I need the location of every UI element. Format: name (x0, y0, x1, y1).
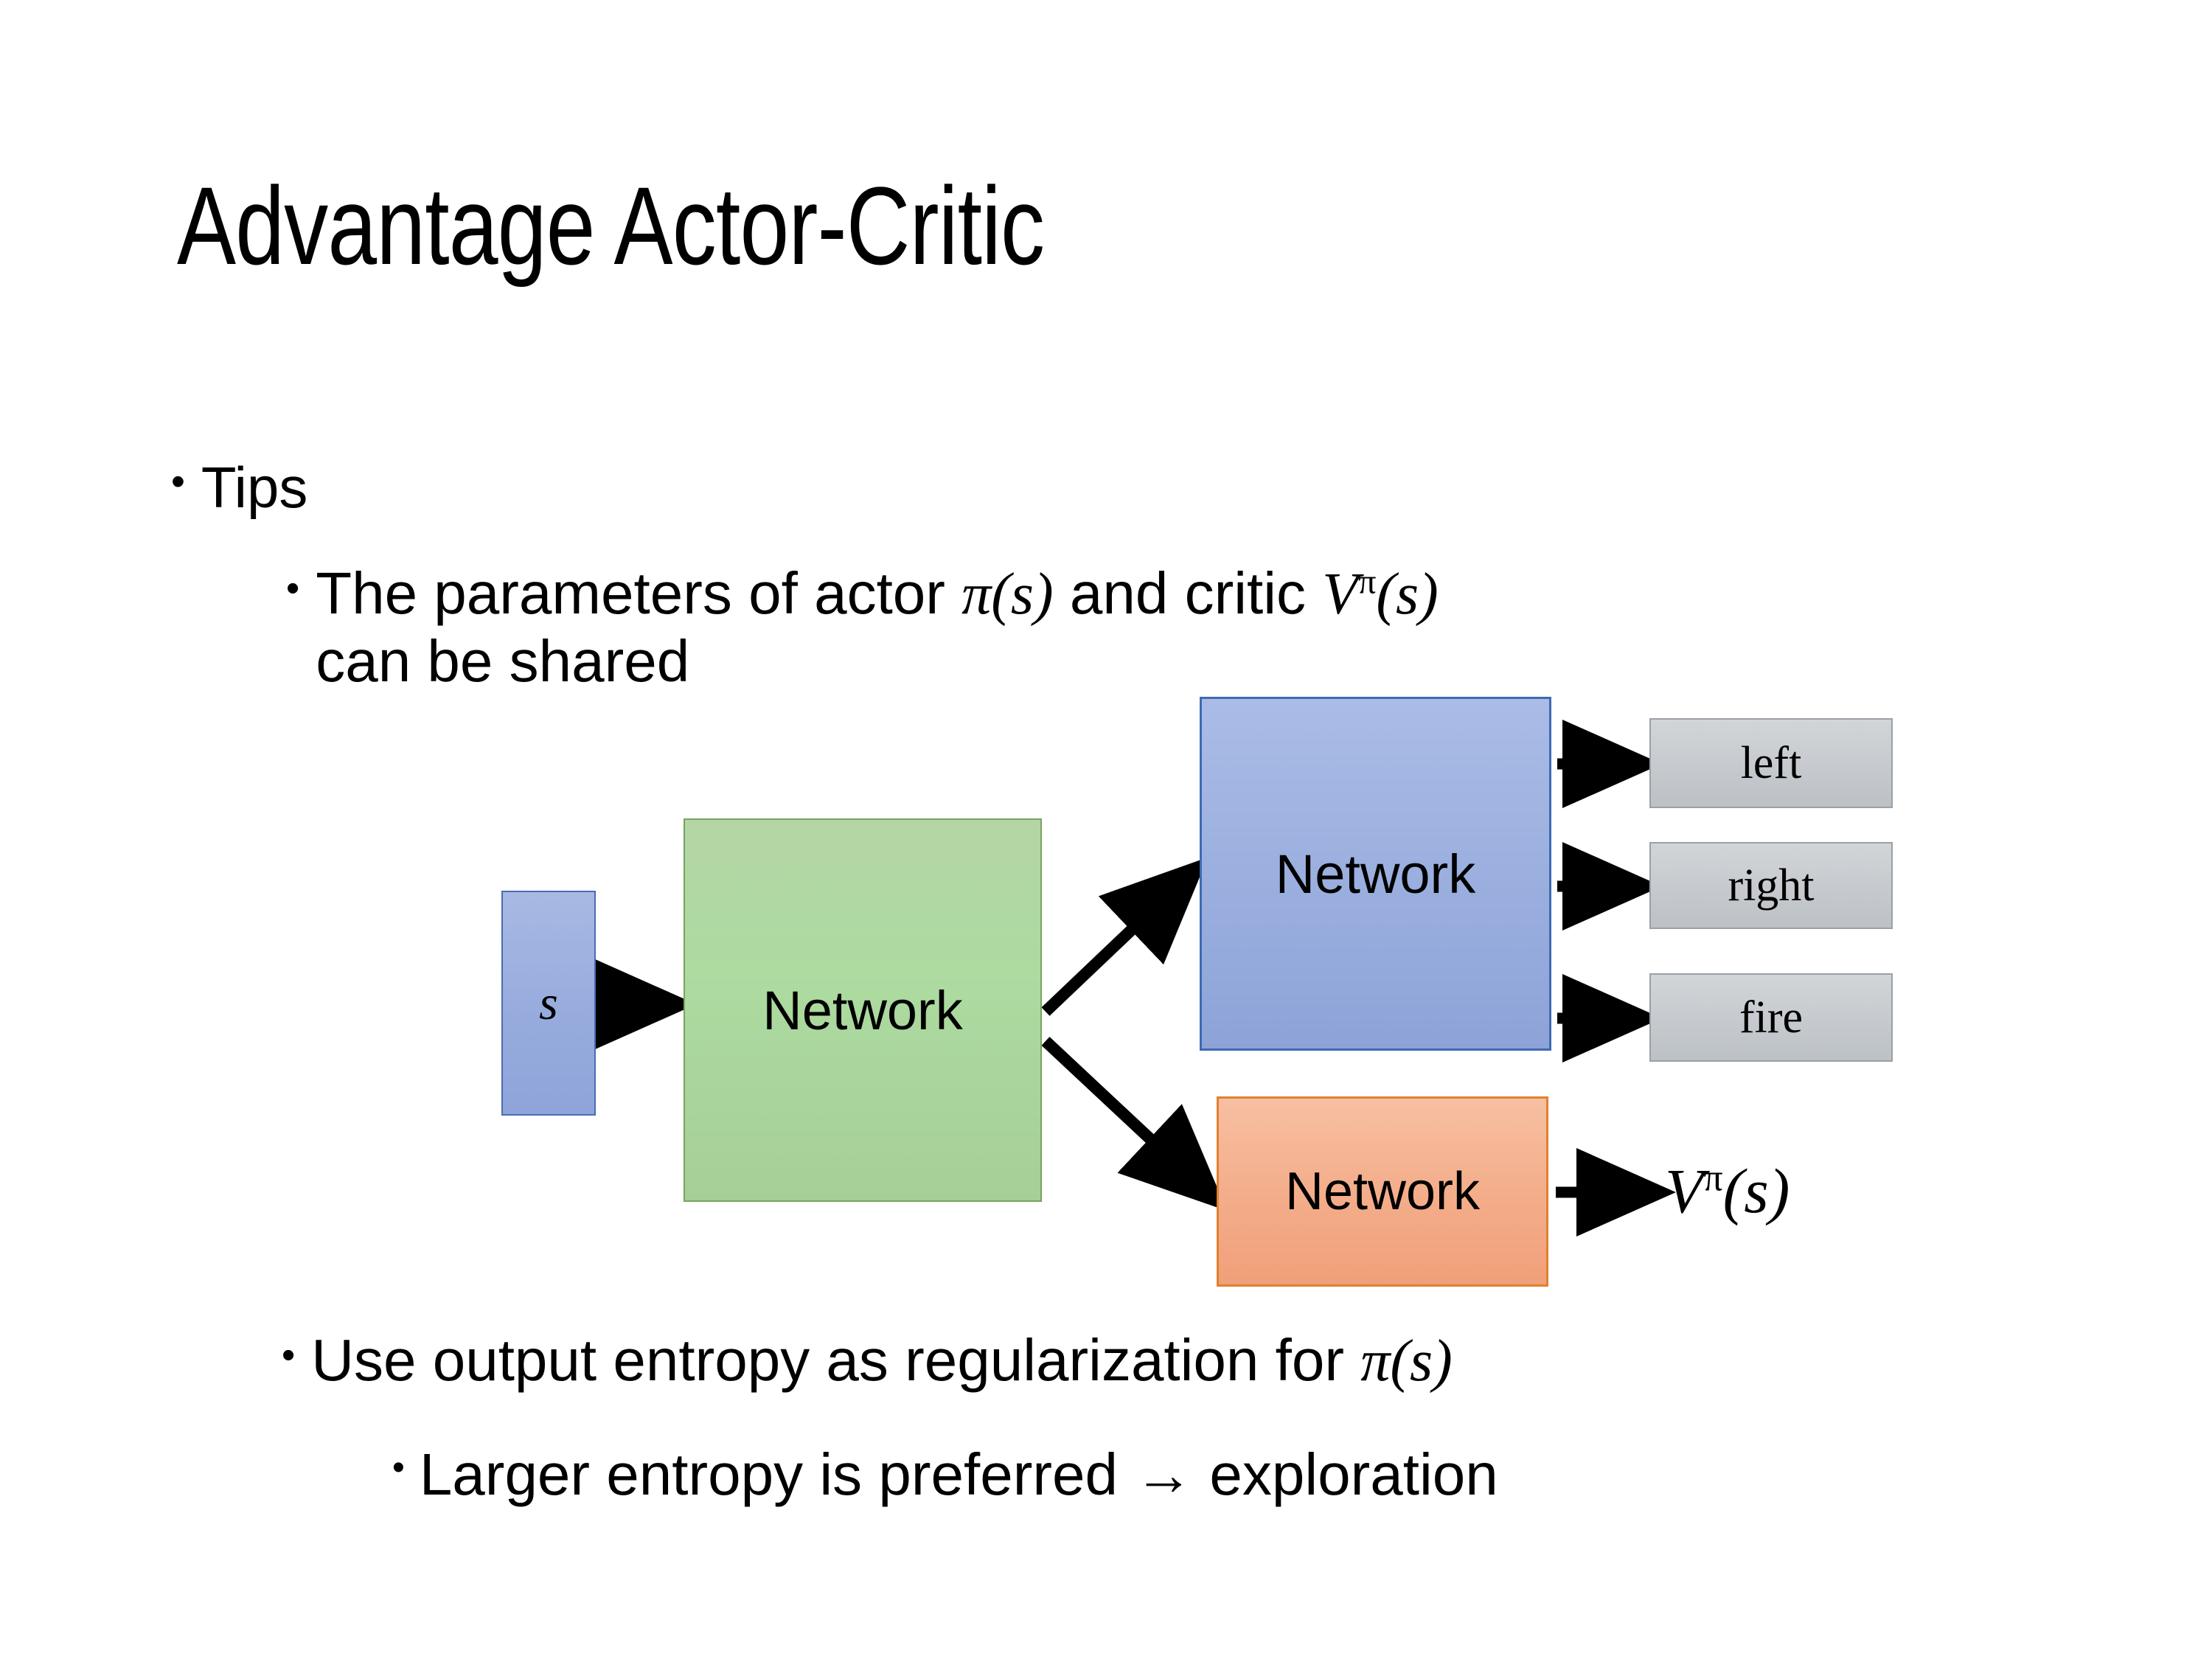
critic-v-symbol: V (1665, 1155, 1704, 1226)
params-text-before: The parameters of actor (316, 560, 962, 626)
bullet-entropy-text: Use output entropy as regularization for… (311, 1327, 1453, 1395)
action-label-left: left (1740, 737, 1802, 788)
bullet-tips: • Tips (171, 455, 308, 520)
bullet-tips-label: Tips (201, 455, 308, 520)
shared-network-box: Network (684, 818, 1042, 1202)
arrow-shared-to-critic (1041, 1037, 1228, 1211)
action-label-fire: fire (1739, 992, 1804, 1043)
bullet-entropy-regularization: • Use output entropy as regularization f… (282, 1327, 1453, 1395)
v-symbol: V (1322, 562, 1359, 627)
entropy-text-before: Use output entropy as regularization for (311, 1327, 1361, 1393)
action-box-fire: fire (1649, 973, 1893, 1062)
pi-symbol: π (1360, 1329, 1391, 1394)
pi-argument: (s) (991, 562, 1054, 627)
state-input-box: s (501, 891, 596, 1116)
actor-network-label: Network (1275, 843, 1476, 905)
action-label-right: right (1728, 860, 1815, 911)
v-superscript-pi: π (1358, 562, 1377, 602)
bullet-dot-icon: • (282, 1334, 296, 1377)
action-box-left: left (1649, 718, 1893, 808)
pi-argument: (s) (1390, 1329, 1453, 1394)
actor-network-box: Network (1200, 697, 1551, 1051)
critic-output-value: Vπ(s) (1665, 1154, 1790, 1228)
page-title: Advantage Actor-Critic (177, 164, 1045, 288)
critic-v-argument: (s) (1722, 1155, 1790, 1226)
bullet-dot-icon: • (171, 459, 185, 504)
bullet-larger-entropy-label: Larger entropy is preferred → exploratio… (419, 1441, 1498, 1507)
bullet-dot-icon: • (286, 567, 300, 610)
state-label: s (539, 975, 558, 1030)
action-box-right: right (1649, 842, 1893, 929)
shared-network-label: Network (762, 979, 963, 1041)
bullet-shared-parameters: • The parameters of actor π(s) and criti… (286, 560, 2056, 694)
params-text-second-line: can be shared (316, 627, 690, 694)
critic-network-label: Network (1284, 1162, 1481, 1221)
params-text-between: and critic (1053, 560, 1323, 626)
v-argument: (s) (1376, 562, 1439, 627)
critic-v-superscript-pi: π (1703, 1157, 1723, 1200)
critic-network-box: Network (1217, 1096, 1548, 1287)
arrow-shared-to-actor (1041, 857, 1208, 1016)
bullet-larger-entropy: • Larger entropy is preferred → explorat… (392, 1441, 1498, 1508)
bullet-shared-parameters-text: The parameters of actor π(s) and critic … (316, 560, 1439, 694)
bullet-dot-icon: • (392, 1448, 405, 1487)
pi-symbol: π (961, 562, 992, 627)
